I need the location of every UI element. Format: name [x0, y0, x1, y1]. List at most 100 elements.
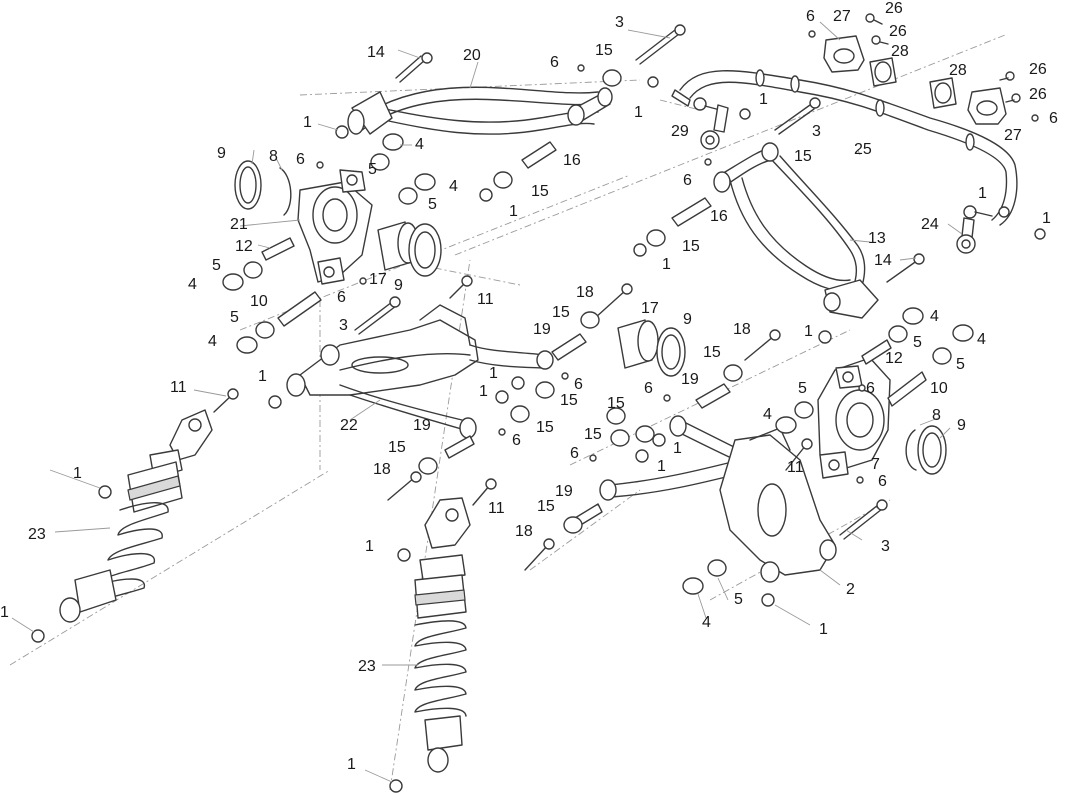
callout-6: 6 — [570, 445, 579, 462]
callout-1: 1 — [759, 91, 768, 108]
callout-4: 4 — [449, 178, 458, 195]
callout-26: 26 — [885, 0, 903, 17]
callout-numbers: 3 6 27 26 26 28 28 26 26 6 27 14 20 6 15… — [0, 0, 1058, 773]
callout-3: 3 — [881, 538, 890, 555]
callout-4: 4 — [702, 614, 711, 631]
callout-26: 26 — [1029, 61, 1047, 78]
callout-10: 10 — [930, 380, 948, 397]
callout-15: 15 — [531, 183, 549, 200]
callout-13: 13 — [868, 230, 886, 247]
callout-15: 15 — [584, 426, 602, 443]
callout-5: 5 — [956, 356, 965, 373]
callout-1: 1 — [365, 538, 374, 555]
callout-18: 18 — [733, 321, 751, 338]
callout-6: 6 — [550, 54, 559, 71]
stabilizer-bar — [671, 69, 1018, 226]
callout-1: 1 — [489, 365, 498, 382]
callout-26: 26 — [1029, 86, 1047, 103]
callout-4: 4 — [415, 136, 424, 153]
callout-17: 17 — [369, 271, 387, 288]
callout-27: 27 — [833, 8, 851, 25]
callout-7: 7 — [871, 456, 880, 473]
callout-15: 15 — [794, 148, 812, 165]
callout-15: 15 — [560, 392, 578, 409]
knuckle-right — [817, 357, 891, 479]
callout-19: 19 — [413, 417, 431, 434]
callout-5: 5 — [230, 309, 239, 326]
callout-22: 22 — [340, 417, 358, 434]
callout-29: 29 — [671, 123, 689, 140]
callout-3: 3 — [615, 14, 624, 31]
callout-21: 21 — [230, 216, 248, 233]
callout-5: 5 — [913, 334, 922, 351]
callout-5: 5 — [798, 380, 807, 397]
callout-1: 1 — [0, 604, 9, 621]
callout-5: 5 — [212, 257, 221, 274]
callout-28: 28 — [949, 62, 967, 79]
callout-20: 20 — [463, 47, 481, 64]
leader-lines — [11, 21, 963, 783]
callout-1: 1 — [662, 256, 671, 273]
callout-6: 6 — [683, 172, 692, 189]
callout-23: 23 — [358, 658, 376, 675]
callout-15: 15 — [682, 238, 700, 255]
callout-4: 4 — [930, 308, 939, 325]
callout-1: 1 — [819, 621, 828, 638]
callout-18: 18 — [515, 523, 533, 540]
callout-1: 1 — [1042, 210, 1051, 227]
callout-15: 15 — [703, 344, 721, 361]
callout-1: 1 — [479, 383, 488, 400]
callout-2: 2 — [846, 581, 855, 598]
callout-1: 1 — [634, 104, 643, 121]
callout-4: 4 — [763, 406, 772, 423]
callout-11: 11 — [477, 291, 494, 308]
callout-6: 6 — [878, 473, 887, 490]
callout-6: 6 — [296, 151, 305, 168]
callout-28: 28 — [891, 43, 909, 60]
callout-6: 6 — [1049, 110, 1058, 127]
callout-6: 6 — [806, 8, 815, 25]
callout-5: 5 — [428, 196, 437, 213]
bearings-seals — [234, 160, 947, 475]
callout-6: 6 — [574, 376, 583, 393]
callout-11: 11 — [488, 500, 505, 517]
callout-6: 6 — [866, 380, 875, 397]
callout-10: 10 — [250, 293, 268, 310]
callout-1: 1 — [73, 465, 82, 482]
callout-9: 9 — [957, 417, 966, 434]
callout-8: 8 — [269, 148, 278, 165]
callout-26: 26 — [889, 23, 907, 40]
callout-15: 15 — [537, 498, 555, 515]
callout-27: 27 — [1004, 127, 1022, 144]
callout-6: 6 — [512, 432, 521, 449]
callout-15: 15 — [607, 395, 625, 412]
callout-1: 1 — [509, 203, 518, 220]
callout-19: 19 — [681, 371, 699, 388]
callout-6: 6 — [337, 289, 346, 306]
stabilizer-links — [647, 76, 1046, 254]
callout-11: 11 — [787, 459, 804, 476]
callout-24: 24 — [921, 216, 939, 233]
stabilizer-clamps — [808, 13, 1039, 125]
callout-9: 9 — [683, 311, 692, 328]
bolts — [213, 24, 927, 571]
callout-4: 4 — [977, 331, 986, 348]
lower-a-arm-left — [286, 304, 554, 439]
shock-absorber-right — [414, 497, 471, 773]
callout-19: 19 — [555, 483, 573, 500]
callout-6: 6 — [644, 380, 653, 397]
shock-absorber-left — [59, 409, 213, 623]
callout-16: 16 — [710, 208, 728, 225]
callout-9: 9 — [217, 145, 226, 162]
callout-19: 19 — [533, 321, 551, 338]
callout-16: 16 — [563, 152, 581, 169]
callout-18: 18 — [576, 284, 594, 301]
callout-15: 15 — [595, 42, 613, 59]
callout-14: 14 — [874, 252, 892, 269]
callout-1: 1 — [657, 458, 666, 475]
callout-25: 25 — [854, 141, 872, 158]
callout-1: 1 — [347, 756, 356, 773]
knuckle-left — [297, 169, 373, 285]
upper-a-arm-right — [713, 142, 879, 319]
callout-1: 1 — [978, 185, 987, 202]
